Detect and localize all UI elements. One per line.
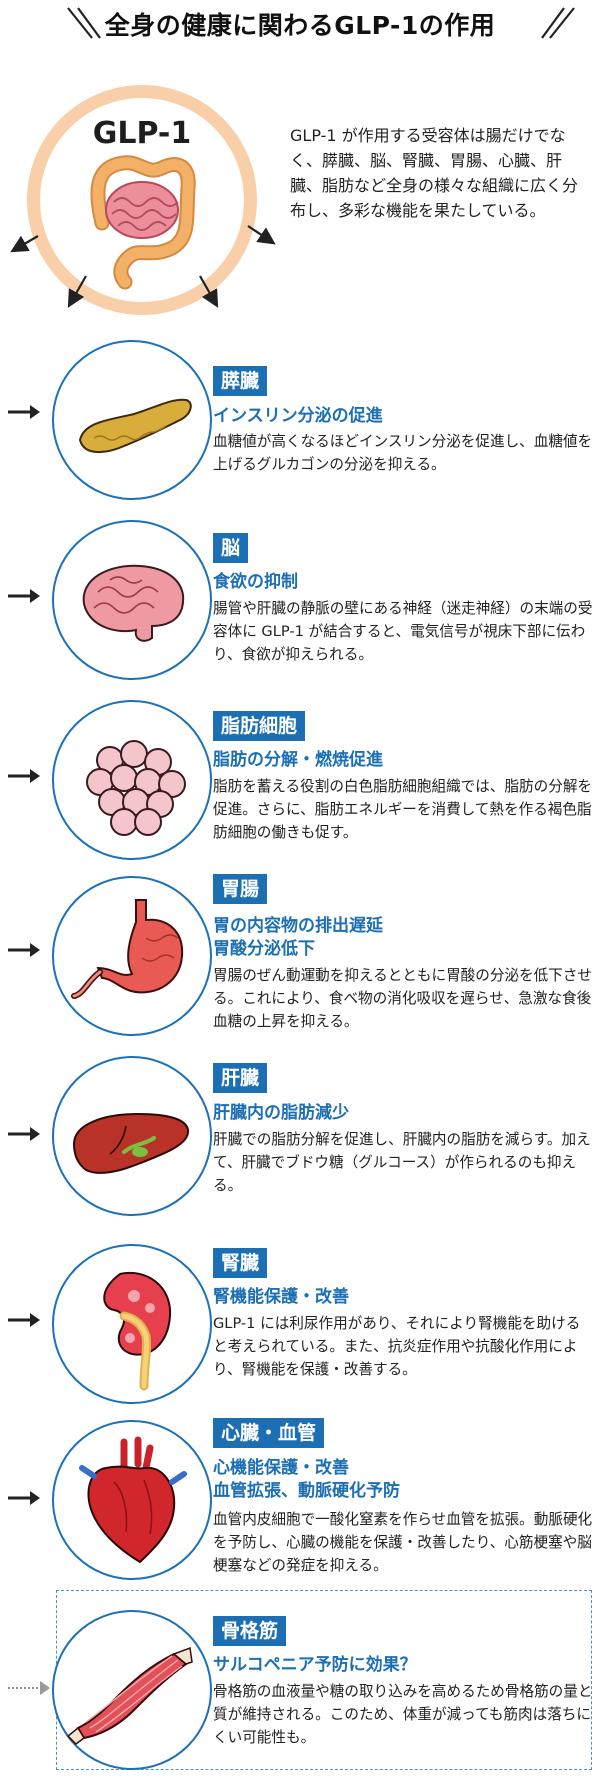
organ-heading: 肝臓内の脂肪減少 [213, 1103, 349, 1123]
fat-cell [134, 808, 162, 836]
organ-name: 腎臓 [213, 1248, 268, 1278]
organ-name: 心臓・血管 [213, 1418, 325, 1448]
arrow-right-icon [8, 405, 40, 419]
arrow-right-icon [8, 1313, 40, 1327]
muscle-circle [52, 1610, 212, 1770]
slash-deco-right-icon [541, 7, 575, 39]
liver-circle [52, 1056, 212, 1216]
dotted-arrow-right-icon [8, 1681, 50, 1695]
organ-desc: 血糖値が高くなるほどインスリン分泌を促進し、血糖値を上げるグルカゴンの分泌を抑え… [213, 433, 593, 473]
organ-heading-2: 胃酸分泌低下 [213, 939, 315, 959]
arrow-right-icon [8, 1491, 40, 1505]
intestine-icon [90, 155, 196, 290]
organ-desc: 血管内皮細胞で一酸化窒素を作らせ血管を拡張。動脈硬化を予防し、心臓の機能を保護・… [213, 1511, 593, 1574]
organ-name: 脳 [213, 533, 249, 563]
organ-desc: 骨格筋の血液量や糖の取り込みを高めるため骨格筋の量と質が維持される。このため、体… [213, 1683, 593, 1746]
brain-circle [52, 520, 212, 680]
fat-cell [110, 808, 138, 836]
organ-heading: 食欲の抑制 [213, 572, 298, 592]
kidney-icon [103, 1271, 172, 1391]
arrow-right-icon [8, 589, 40, 603]
kidney-circle [52, 1244, 212, 1404]
fat-cells-icon [86, 740, 186, 836]
organ-name: 胃腸 [213, 874, 268, 904]
liver-icon [72, 1112, 190, 1174]
stomach-icon [71, 899, 184, 999]
radiating-arrows-icon [10, 225, 276, 308]
arrow-right-icon [8, 943, 40, 957]
fat-cell [110, 764, 138, 792]
slash-deco-left-icon [67, 7, 101, 39]
organ-name: 膵臓 [213, 366, 268, 396]
arrow-right-icon [8, 769, 40, 783]
organ-name: 脂肪細胞 [213, 711, 306, 741]
organ-heading: 心機能保護・改善 [213, 1458, 349, 1478]
pancreas-circle [52, 340, 212, 500]
arrow-right-icon [8, 1127, 40, 1141]
organ-heading-2: 血管拡張、動脈硬化予防 [213, 1481, 400, 1501]
stomach-circle [52, 876, 212, 1036]
organ-heading: サルコペニア予防に効果？ [213, 1655, 417, 1675]
organ-desc: 肝臓での脂肪分解を促進し、肝臓内の脂肪を減らす。加えて、肝臓でブドウ糖（グルコー… [213, 1131, 591, 1194]
pancreas-icon [78, 398, 192, 453]
fat-cell [120, 740, 148, 768]
heart-icon [79, 1436, 187, 1564]
organ-heading: 脂肪の分解・燃焼促進 [213, 750, 383, 770]
organ-desc: 脂肪を蓄える役割の白色脂肪細胞組織では、脂肪の分解を促進。さらに、脂肪エネルギー… [213, 778, 593, 841]
page-title: 全身の健康に関わるGLP-1の作用 [104, 11, 496, 40]
organ-name: 肝臓 [213, 1063, 268, 1093]
organ-desc: 腸管や肝臓の静脈の壁にある神経（迷走神経）の末端の受容体に GLP-1 が結合す… [213, 600, 593, 663]
fat-cells-circle [52, 700, 212, 860]
heart-circle [52, 1420, 212, 1580]
muscle-icon [66, 1646, 193, 1745]
organ-heading: 胃の内容物の排出遅延 [213, 916, 383, 936]
organ-name: 骨格筋 [213, 1616, 287, 1646]
organ-desc: GLP-1 には利尿作用があり、それにより腎機能を助けると考えられている。また、… [213, 1315, 581, 1378]
intro-text: GLP-1 が作用する受容体は腸だけでなく、膵臓、脳、腎臓、胃腸、心臓、肝臓、脂… [290, 126, 579, 220]
intro-label: GLP-1 [92, 116, 192, 151]
organ-desc: 胃腸のぜん動運動を抑えるとともに胃酸の分泌を低下させる。これにより、食べ物の消化… [213, 967, 593, 1030]
organ-heading: インスリン分泌の促進 [213, 406, 383, 426]
organ-heading: 腎機能保護・改善 [213, 1287, 349, 1307]
brain-icon [82, 564, 185, 642]
